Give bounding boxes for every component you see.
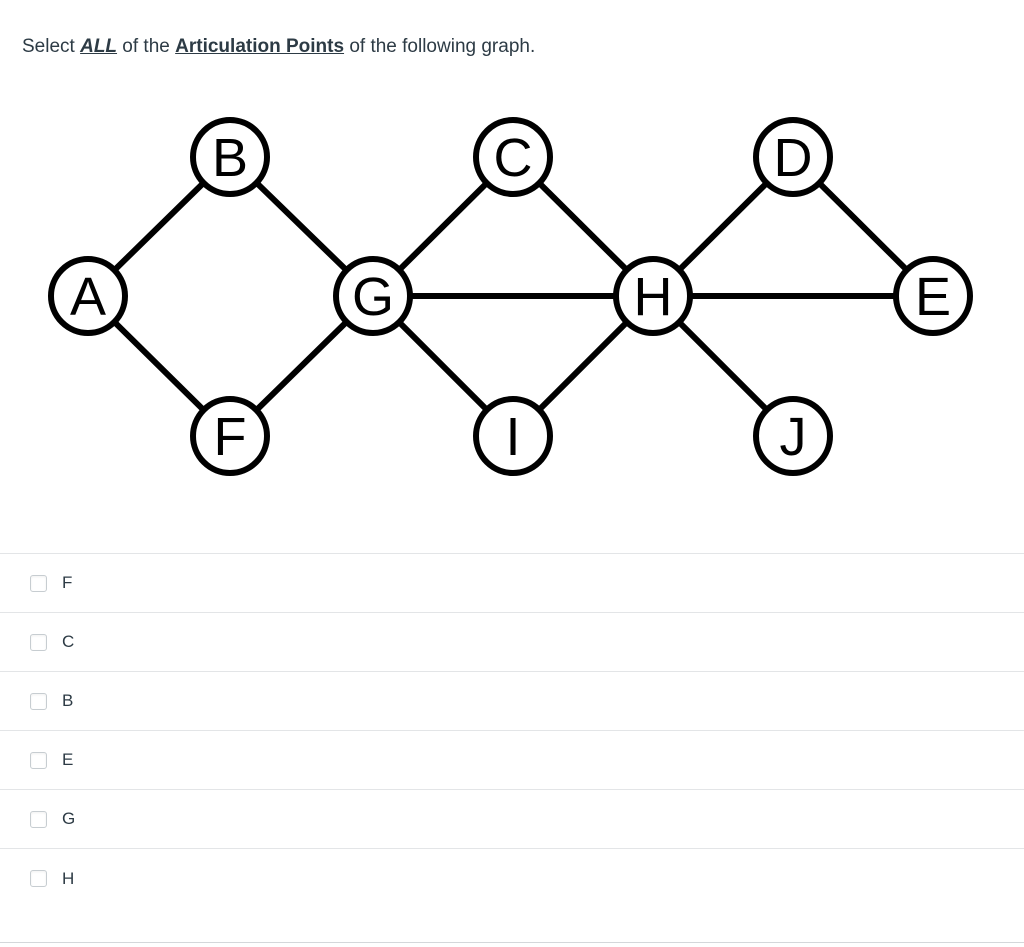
graph-node-d: D	[753, 117, 833, 197]
graph-node-j: J	[753, 396, 833, 476]
answer-option-label: E	[62, 750, 74, 769]
graph-node-label-i: I	[505, 407, 520, 467]
graph-edge-a-b	[111, 180, 207, 273]
graph-node-circle-e	[893, 256, 973, 336]
checkbox-g[interactable]	[30, 810, 47, 828]
prompt-text-part2: of the	[117, 36, 176, 57]
answer-option-g[interactable]: G	[0, 790, 1024, 849]
graph-node-label-b: B	[212, 128, 248, 188]
graph-edge-c-h	[536, 180, 630, 273]
graph-node-label-h: H	[634, 267, 673, 327]
graph-node-i: I	[473, 396, 553, 476]
graph-node-circle-j	[753, 396, 833, 476]
graph-node-label-a: A	[70, 267, 106, 327]
graph-node-circle-i	[473, 396, 553, 476]
graph-node-layer: A B C D E F G H I J	[48, 117, 973, 476]
checkbox-e[interactable]	[30, 751, 47, 769]
answer-options-list: F C B E G H	[0, 553, 1024, 908]
answer-option-label: H	[62, 868, 75, 888]
graph-edge-layer	[111, 179, 910, 413]
graph-node-g: G	[333, 256, 413, 336]
graph-node-f: F	[190, 396, 270, 476]
graph-node-label-c: C	[494, 128, 533, 188]
list-bottom-divider	[0, 942, 1024, 943]
answer-option-label: C	[62, 632, 75, 651]
graph-node-circle-h	[613, 256, 693, 336]
graph-node-circle-d	[753, 117, 833, 197]
graph-edge-g-c	[396, 180, 490, 273]
graph-edge-g-i	[396, 319, 490, 413]
graph-node-label-f: F	[214, 407, 247, 467]
checkbox-c[interactable]	[30, 633, 47, 651]
graph-node-label-d: D	[774, 128, 813, 188]
graph-edge-d-e	[816, 180, 910, 273]
graph-node-h: H	[613, 256, 693, 336]
answer-option-h[interactable]: H	[0, 849, 1024, 908]
graph-node-circle-g	[333, 256, 413, 336]
graph-node-c: C	[473, 117, 553, 197]
prompt-emphasis-all: ALL	[80, 36, 118, 57]
checkbox-b[interactable]	[30, 692, 47, 710]
graph-node-label-j: J	[780, 407, 807, 467]
answer-option-b[interactable]: B	[0, 672, 1024, 731]
graph-edge-b-g	[253, 179, 350, 274]
graph-node-circle-a	[48, 256, 128, 336]
prompt-text-part1: Select	[22, 36, 81, 57]
graph-node-circle-c	[473, 117, 553, 197]
answer-option-e[interactable]: E	[0, 731, 1024, 790]
answer-option-label: G	[62, 809, 76, 828]
graph-svg: A B C D E F G H I J	[48, 117, 973, 476]
answer-option-label: F	[62, 573, 73, 592]
graph-node-circle-b	[190, 117, 270, 197]
graph-edge-h-d	[676, 180, 770, 273]
graph-node-e: E	[893, 256, 973, 336]
checkbox-f[interactable]	[30, 574, 47, 592]
graph-edge-i-h	[536, 319, 630, 413]
graph-node-label-g: G	[352, 267, 394, 327]
graph-edge-h-j	[676, 319, 770, 413]
graph-node-a: A	[48, 256, 128, 336]
graph-node-circle-f	[190, 396, 270, 476]
prompt-text-part3: of the following graph.	[344, 36, 536, 57]
checkbox-h[interactable]	[30, 870, 47, 887]
answer-option-f[interactable]: F	[0, 554, 1024, 613]
graph-edge-a-f	[111, 319, 207, 413]
graph-diagram: A B C D E F G H I J	[0, 95, 1024, 510]
answer-option-c[interactable]: C	[0, 613, 1024, 672]
graph-edge-f-g	[253, 319, 350, 413]
graph-node-b: B	[190, 117, 270, 197]
graph-node-label-e: E	[915, 267, 951, 327]
page-title: Select ALL of the Articulation Points of…	[22, 34, 535, 60]
prompt-emphasis-articulation-points: Articulation Points	[175, 36, 345, 57]
answer-option-label: B	[62, 691, 74, 710]
